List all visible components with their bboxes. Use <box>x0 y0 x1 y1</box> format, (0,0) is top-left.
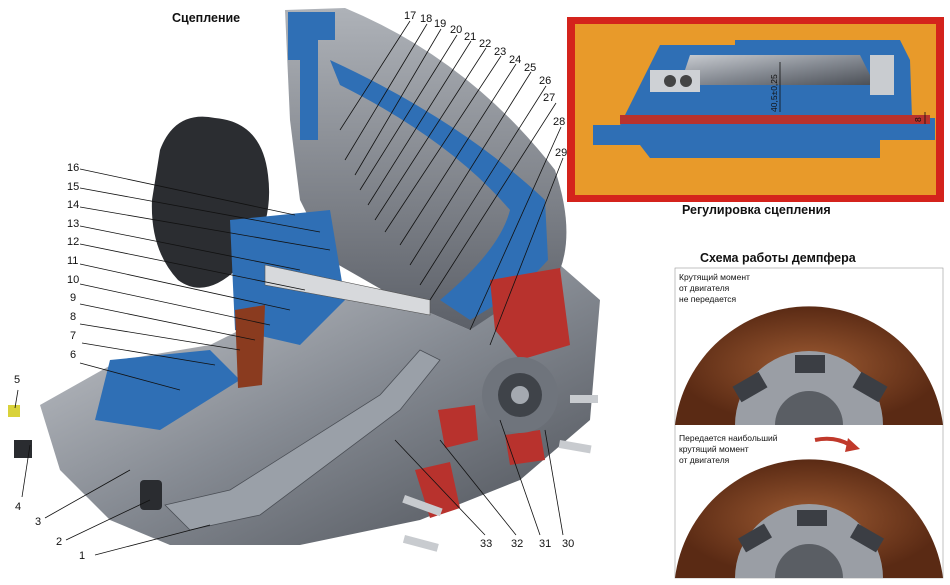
callout-23: 23 <box>494 46 506 58</box>
release-fork-lever <box>164 349 441 531</box>
damper-title: Схема работы демпфера <box>700 251 857 265</box>
callout-19: 19 <box>434 18 446 30</box>
callout-5: 5 <box>14 374 20 386</box>
callout-30: 30 <box>562 538 574 550</box>
callout-9: 9 <box>70 292 76 304</box>
seal-red <box>438 405 478 448</box>
damper-note-bottom-3: от двигателя <box>679 455 730 465</box>
callout-1: 1 <box>79 550 85 562</box>
damper-note-bottom-1: Передается наибольший <box>679 433 778 443</box>
callout-32: 32 <box>511 538 523 550</box>
callout-28: 28 <box>553 116 565 128</box>
callout-numbers: 1 2 3 4 5 6 7 8 9 10 11 12 13 14 15 16 1… <box>14 10 574 562</box>
damper-spring-5 <box>797 510 827 526</box>
locknut <box>14 440 32 458</box>
callout-3: 3 <box>35 516 41 528</box>
damper-hub-top <box>735 351 883 425</box>
damper-note-top-3: не передается <box>679 294 737 304</box>
callout-20: 20 <box>450 24 462 36</box>
adjust-pressure-plate <box>680 55 875 85</box>
callout-33: 33 <box>480 538 492 550</box>
callout-7: 7 <box>70 330 76 342</box>
housing-wall-blue <box>330 60 548 320</box>
stud-1 <box>402 495 443 517</box>
dimension-label: 40,5±0,25 <box>769 74 779 112</box>
callout-26: 26 <box>539 75 551 87</box>
callout-29: 29 <box>555 147 567 159</box>
adjustment-caption: Регулировка сцепления <box>682 203 831 217</box>
callout-4: 4 <box>15 501 21 513</box>
callout-18: 18 <box>420 13 432 25</box>
input-shaft <box>264 264 431 316</box>
callout-12: 12 <box>67 236 79 248</box>
callout-24: 24 <box>509 54 521 66</box>
callout-8: 8 <box>70 311 76 323</box>
callout-17: 17 <box>404 10 416 22</box>
callout-25: 25 <box>524 62 536 74</box>
callout-6: 6 <box>70 349 76 361</box>
callout-21: 21 <box>464 31 476 43</box>
adjustment-inset: 40,5±0,25 8 <box>567 17 944 202</box>
damper-spring-4 <box>738 523 772 553</box>
callout-31: 31 <box>539 538 551 550</box>
adjusting-nut <box>8 405 20 417</box>
damper-panel: Крутящий момент от двигателя не передает… <box>674 267 944 579</box>
housing-section-blue <box>288 12 335 140</box>
rotation-arrowhead <box>845 438 860 452</box>
boot <box>140 480 162 510</box>
callout-2: 2 <box>56 536 62 548</box>
callout-27: 27 <box>543 92 555 104</box>
callout-11: 11 <box>67 255 78 267</box>
stud-4 <box>570 395 598 403</box>
fork-housing-blue <box>95 350 240 430</box>
callout-16: 16 <box>67 162 79 174</box>
stud-2 <box>402 535 439 552</box>
bearing-seat-red <box>490 268 570 360</box>
clutch-assembly-illustration <box>8 8 600 552</box>
gearbox-casting <box>40 265 600 545</box>
callout-13: 13 <box>67 218 79 230</box>
damper-spring-3 <box>852 371 888 403</box>
callout-14: 14 <box>67 199 79 211</box>
damper-note-bottom-2: крутящий момент <box>679 444 749 454</box>
callout-15: 15 <box>67 181 79 193</box>
dimension-small: 8 <box>913 117 923 122</box>
damper-note-top-2: от двигателя <box>679 283 730 293</box>
main-title: Сцепление <box>172 11 240 25</box>
damper-hub-bottom <box>735 504 883 578</box>
callout-10: 10 <box>67 274 79 286</box>
damper-spring-6 <box>850 523 884 553</box>
adjust-friction-red <box>620 115 930 124</box>
damper-note-top-1: Крутящий момент <box>679 272 750 282</box>
friction-disc-section <box>235 305 265 388</box>
stud-3 <box>558 439 592 454</box>
flange-red <box>505 430 545 465</box>
damper-spring-1 <box>732 371 768 403</box>
callout-22: 22 <box>479 38 491 50</box>
adjust-spring <box>870 55 894 95</box>
callout-leaders <box>14 20 564 556</box>
damper-spring-2 <box>795 355 825 373</box>
